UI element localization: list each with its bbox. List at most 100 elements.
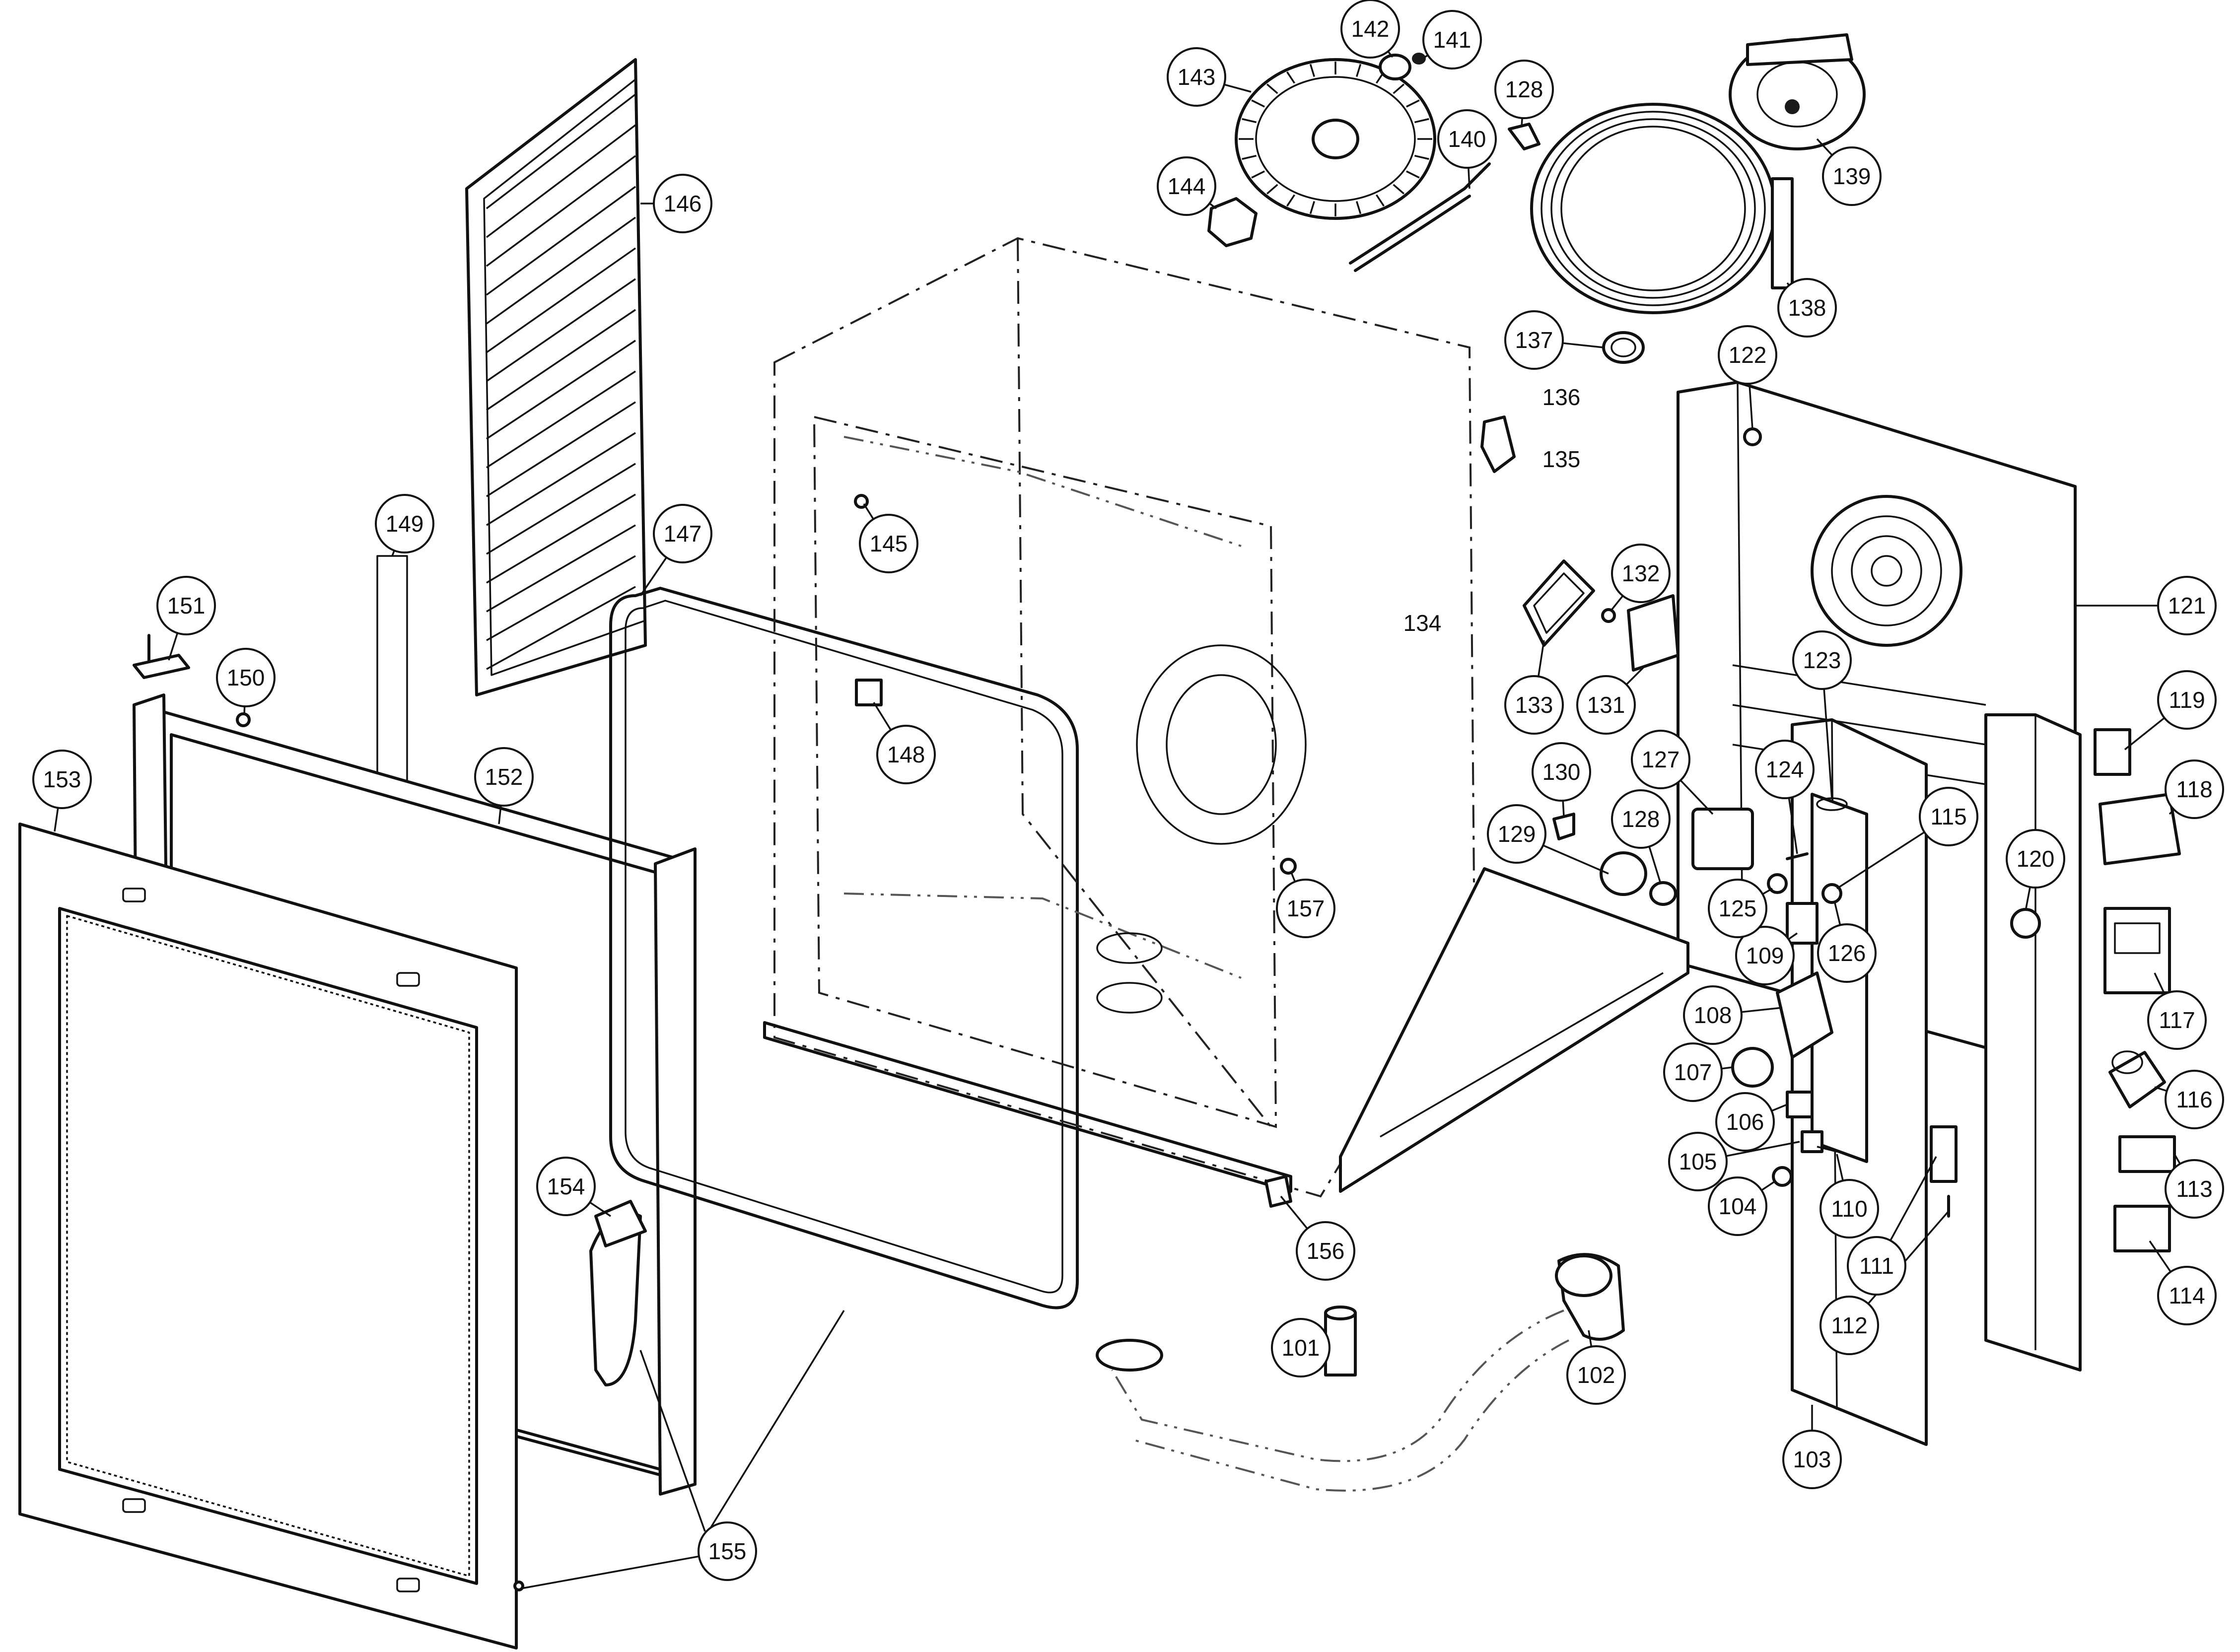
rack-rung	[486, 155, 636, 267]
flue-elbow-102	[1096, 1253, 1625, 1492]
callout-circle	[2157, 1266, 2217, 1325]
leader-line-127	[1680, 779, 1714, 815]
callout-circle	[1157, 156, 1216, 216]
leader-line-145	[863, 503, 874, 520]
rack-rung	[486, 278, 636, 382]
callout-circle	[1611, 789, 1671, 849]
elbow-fitting-128	[1508, 123, 1540, 150]
callout-label: 133	[1515, 692, 1553, 718]
callout-label: 106	[1726, 1109, 1764, 1135]
callout-label: 104	[1719, 1193, 1757, 1219]
callout-122: 122	[1718, 325, 1777, 385]
callout-label: 154	[547, 1173, 585, 1199]
rack-rung	[486, 93, 636, 209]
callout-label: 134	[1403, 610, 1442, 636]
callout-label: 103	[1793, 1446, 1831, 1472]
callout-label: 150	[227, 665, 265, 690]
door-bolts-155	[513, 1581, 524, 1591]
callout-circle	[1487, 804, 1546, 864]
leader-line-115	[1836, 831, 1925, 890]
callout-126: 126	[1817, 923, 1877, 983]
rack-rung	[486, 586, 636, 670]
callout-144: 144	[1157, 156, 1216, 216]
callout-circle	[2147, 990, 2207, 1050]
leader-line-109	[1788, 932, 1798, 940]
fan-blade	[1309, 201, 1315, 214]
callout-132: 132	[1611, 544, 1671, 603]
callout-label: 113	[2176, 1176, 2212, 1202]
terminal-block-114	[2113, 1205, 2171, 1252]
callout-circle	[1566, 1345, 1626, 1405]
shelf-rack-146	[465, 58, 647, 696]
callout-147: 147	[653, 504, 712, 563]
callout-113: 113	[2165, 1159, 2224, 1219]
fan-washer-141	[1412, 53, 1426, 65]
callout-label: 145	[870, 531, 908, 556]
callout-label: 117	[2159, 1007, 2195, 1033]
fan-blade	[1251, 170, 1265, 179]
callout-circle	[156, 576, 216, 635]
leader-line-155	[709, 1310, 845, 1529]
callout-label: 147	[664, 521, 702, 547]
leader-line-156	[1280, 1195, 1308, 1230]
rack-rung	[486, 524, 636, 613]
callout-110: 110	[1820, 1179, 1879, 1239]
callout-137: 137	[1504, 310, 1564, 370]
callout-label: 108	[1694, 1002, 1732, 1028]
leader-line-118	[2169, 809, 2175, 815]
rack-rung	[486, 370, 636, 469]
rack-rung	[486, 340, 636, 440]
callout-circle	[1422, 10, 1482, 69]
fan-blade	[1286, 71, 1295, 84]
callout-label: 151	[167, 593, 206, 619]
callout-103: 103	[1782, 1430, 1842, 1489]
callout-104: 104	[1708, 1176, 1767, 1236]
callout-140: 140	[1437, 109, 1497, 169]
callout-circle	[859, 514, 918, 573]
capacitor-116	[2108, 1050, 2166, 1108]
callout-149: 149	[375, 494, 434, 553]
callout-154: 154	[536, 1157, 596, 1216]
callout-143: 143	[1167, 47, 1226, 107]
leader-line-140	[1468, 167, 1470, 189]
rack-rung	[486, 247, 636, 353]
leader-lines	[54, 51, 2181, 1589]
callout-125: 125	[1708, 879, 1767, 938]
callout-circle	[1504, 675, 1564, 735]
callout-circle	[1715, 1092, 1775, 1152]
callout-circle	[1817, 923, 1877, 983]
callout-label: 118	[2176, 776, 2212, 802]
base-tray	[1339, 867, 1689, 1193]
leader-line-150	[243, 706, 246, 715]
leader-line-102	[1588, 1330, 1593, 1347]
leader-line-106	[1771, 1103, 1788, 1112]
callout-139: 139	[1822, 146, 1882, 206]
switch-105	[1801, 1130, 1823, 1153]
callout-138: 138	[1777, 278, 1837, 338]
fan-blade	[1251, 99, 1265, 108]
callout-label: 121	[2168, 593, 2206, 619]
probe-tube-140	[1349, 162, 1491, 272]
leader-line-137	[1562, 342, 1604, 348]
callout-label: 115	[1930, 804, 1966, 829]
fan-blade	[1414, 118, 1429, 124]
callout-label: 109	[1746, 943, 1784, 968]
callout-155: 155	[698, 1521, 757, 1581]
callout-circle	[1683, 985, 1743, 1045]
leader-line-122	[1749, 383, 1753, 430]
fan-blade	[1356, 201, 1362, 214]
fan-blade	[1393, 184, 1405, 195]
fan-blade	[1376, 194, 1385, 207]
callout-label: 114	[2169, 1283, 2205, 1308]
callout-label: 157	[1287, 895, 1325, 921]
callout-121: 121	[2157, 576, 2217, 635]
callout-circle	[1755, 740, 1815, 799]
leader-line-117	[2154, 972, 2166, 995]
callout-label: 146	[664, 191, 702, 216]
callout-circle	[1576, 675, 1636, 735]
leader-line-130	[1562, 800, 1565, 817]
leader-line-125	[1762, 888, 1773, 895]
callout-116: 116	[2165, 1070, 2224, 1129]
callout-label: 105	[1679, 1149, 1717, 1174]
callout-145: 145	[859, 514, 918, 573]
